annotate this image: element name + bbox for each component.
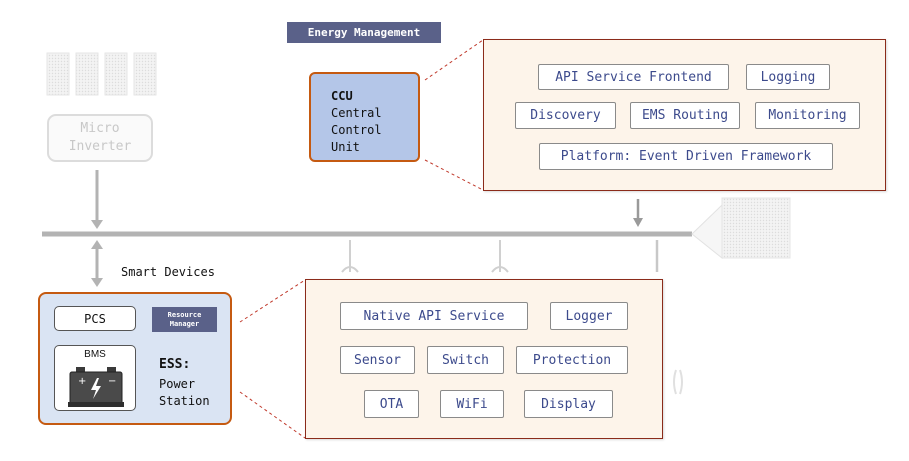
smart-devices-arrow xyxy=(91,240,103,287)
service-discovery: Discovery xyxy=(515,102,616,129)
service-api-frontend: API Service Frontend xyxy=(538,64,729,90)
ess-subtitle-power: Power xyxy=(159,377,196,391)
pcs-box: PCS xyxy=(54,306,136,331)
component-native-api: Native API Service xyxy=(340,302,528,330)
component-switch: Switch xyxy=(427,346,504,374)
component-sensor: Sensor xyxy=(340,346,415,374)
ccu-line2: Central xyxy=(331,106,382,120)
bms-box: BMS + − xyxy=(54,345,136,411)
service-logging: Logging xyxy=(746,64,830,90)
gateway-device-icon xyxy=(691,197,791,260)
ccu-title: CCU xyxy=(331,89,353,103)
solar-panels-icon xyxy=(46,52,157,96)
micro-inverter-line2: Inverter xyxy=(68,139,132,154)
ccu-line4: Unit xyxy=(331,140,360,154)
battery-icon: + − xyxy=(68,367,124,407)
ccu-box: CCU Central Control Unit xyxy=(309,72,420,162)
ess-subtitle-station: Station xyxy=(159,394,210,408)
micro-inverter-line1: Micro xyxy=(80,121,120,136)
smart-devices-label: Smart Devices xyxy=(121,265,215,279)
resource-manager-line1: Resource xyxy=(167,310,202,319)
component-protection: Protection xyxy=(516,346,628,374)
ess-title: ESS: xyxy=(159,357,191,372)
component-display: Display xyxy=(524,390,613,418)
bms-label: BMS xyxy=(84,349,106,360)
component-wifi: WiFi xyxy=(440,390,504,418)
micro-inverter-box: Micro Inverter xyxy=(47,114,153,162)
component-logger: Logger xyxy=(550,302,628,330)
callout-connectors xyxy=(239,39,484,439)
service-platform: Platform: Event Driven Framework xyxy=(539,143,833,170)
service-ems-routing: EMS Routing xyxy=(630,102,740,129)
resource-manager-tag: Resource Manager xyxy=(152,307,217,332)
energy-management-title: Energy Management xyxy=(287,22,441,43)
faded-device-links xyxy=(341,240,683,395)
service-monitoring: Monitoring xyxy=(755,102,860,129)
component-ota: OTA xyxy=(364,390,419,418)
svg-text:+: + xyxy=(78,376,86,387)
inverter-arrow xyxy=(91,170,103,229)
resource-manager-line2: Manager xyxy=(169,319,200,328)
ccu-line3: Control xyxy=(331,123,382,137)
svg-text:−: − xyxy=(108,376,116,387)
ems-arrow xyxy=(633,199,643,227)
